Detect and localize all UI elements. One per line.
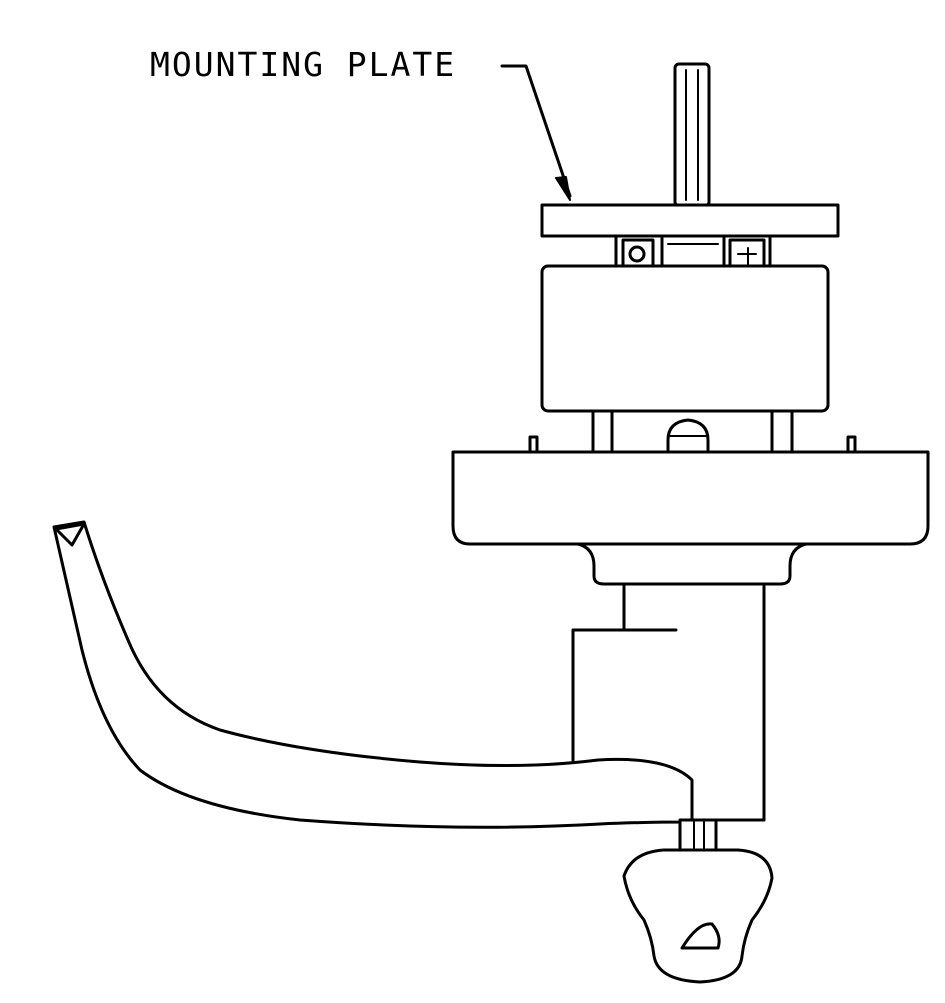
upper-housing: [540, 264, 830, 413]
rose-pin-right: [846, 435, 857, 454]
mounting-plate-leader: [500, 64, 572, 201]
rose-pin-left: [528, 435, 539, 454]
mounting-plate-label: MOUNTING PLATE: [150, 45, 457, 84]
key-bow-hole: [680, 922, 721, 950]
rose: [451, 450, 930, 546]
key: [622, 848, 774, 984]
spindle: [673, 62, 711, 208]
cylinder-collar: [678, 818, 718, 854]
rose-hub: [576, 542, 808, 586]
housing-neck: [591, 409, 794, 454]
plate-bracket: [614, 234, 772, 270]
mounting-plate: [540, 203, 840, 238]
lever-tip-notch: [54, 522, 86, 547]
